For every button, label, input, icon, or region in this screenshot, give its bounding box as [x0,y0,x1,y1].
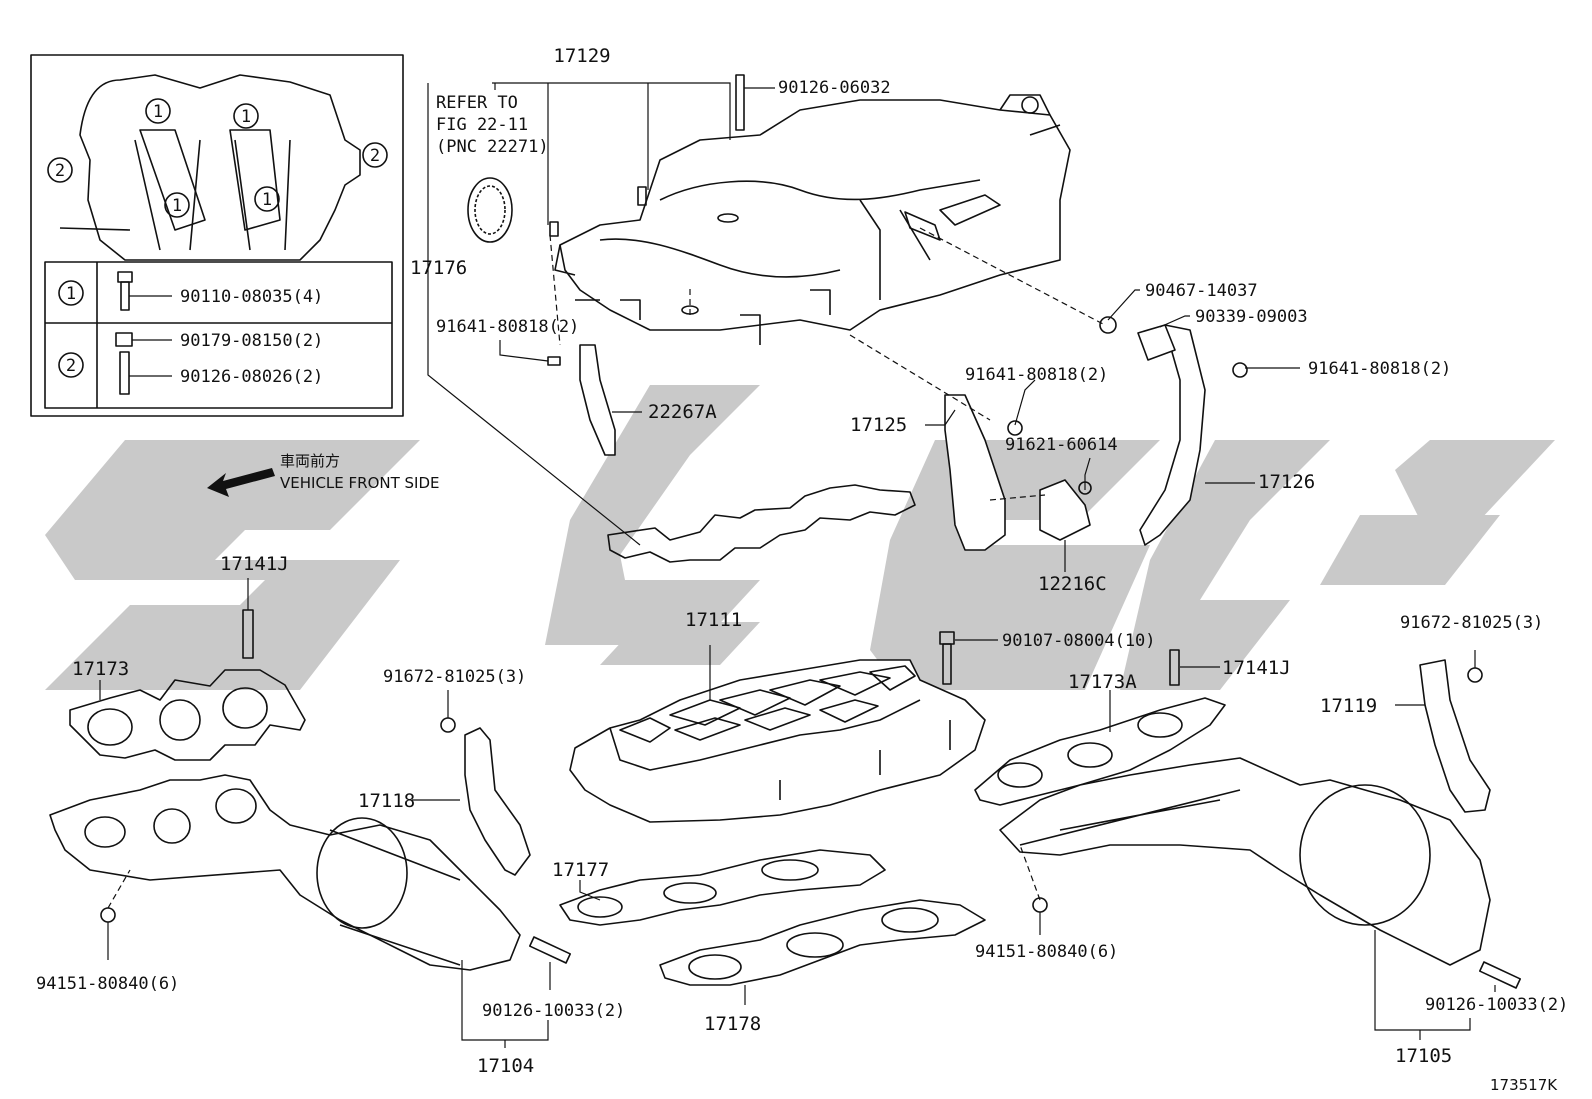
label-90126-06032: 90126-06032 [778,78,891,98]
label-91641-80818-c: 91641-80818(2) [1308,359,1451,379]
dowel-pins [549,186,647,237]
nut-94151-b [1032,897,1048,913]
part-labels: 17129 90126-06032 REFER TO FIG 22-11 (PN… [36,45,1568,1094]
label-91641-80818-b: 91641-80818(2) [965,365,1108,385]
stud-90126-06032 [735,74,745,131]
stud-17141J-b [1169,649,1180,686]
label-94151-80840-b: 94151-80840(6) [975,942,1118,962]
inset-panel: 1 1 2 1 1 2 1 2 90110-08035(4) 90179-081… [30,54,404,417]
label-22267A: 22267A [648,401,717,423]
label-94151-80840-a: 94151-80840(6) [36,974,179,994]
gasket-17178 [659,899,986,986]
label-17177: 17177 [552,859,609,881]
label-17129: 17129 [553,45,610,67]
label-17125: 17125 [850,414,907,436]
inset-callout: 2 [55,161,65,181]
label-91672-81025-a: 91672-81025(3) [383,667,526,687]
exhaust-gasket-17173 [69,669,306,761]
bolt-91641-b [1007,420,1023,436]
label-17176: 17176 [410,257,467,279]
nut-94151-a [100,907,116,923]
inset-callout: 1 [153,102,163,122]
bolt-91641-c [1232,362,1248,378]
label-17104: 17104 [477,1055,534,1077]
label-17119: 17119 [1320,695,1377,717]
bolt-91672-a [440,717,456,733]
inset-callout: 1 [172,196,182,216]
throttle-gasket [467,177,513,243]
bolt-91672-b [1467,667,1483,683]
bolt-icon [117,271,133,311]
bracket-17125 [944,394,1006,551]
exhaust-manifold-17104 [49,774,521,971]
bracket-22267A [579,344,616,456]
inset-callout: 1 [241,107,251,127]
exhaust-manifold-17105 [999,757,1491,966]
label-12216C: 12216C [1038,573,1107,595]
arrow-left-icon [207,468,275,497]
label-17173: 17173 [72,658,129,680]
label-90339-09003: 90339-09003 [1195,307,1308,327]
leader-lines [99,82,1496,1048]
direction-label-en: VEHICLE FRONT SIDE [280,474,440,492]
legend-part-90110-08035: 90110-08035(4) [180,287,323,307]
refer-line-1: REFER TO [436,93,518,113]
label-17111: 17111 [685,609,742,631]
refer-line-3: (PNC 22271) [436,137,549,157]
intake-plenum [554,94,1071,345]
bracket-17118 [464,727,531,876]
label-91621-60614: 91621-60614 [1005,435,1118,455]
label-17118: 17118 [358,790,415,812]
legend-part-90126-08026: 90126-08026(2) [180,367,323,387]
label-17173A: 17173A [1068,671,1137,693]
watermark-logo [45,385,1555,690]
vehicle-front-arrow: 車両前方 VEHICLE FRONT SIDE [207,452,440,497]
inset-legend-table [44,261,393,409]
clip-90467 [1099,316,1117,334]
bracket-12216C [1039,479,1091,541]
label-90126-10033-a: 90126-10033(2) [482,1001,625,1021]
exhaust-gasket-17173A [974,697,1226,806]
legend-ref-1: 1 [66,284,76,304]
label-17178: 17178 [704,1013,761,1035]
gasket-17177 [559,849,886,926]
bracket-17126 [1139,324,1206,546]
label-90107-08004: 90107-08004(10) [1002,631,1156,651]
intake-manifold-17111 [569,659,986,823]
figure-id: 173517K [1490,1076,1558,1094]
bracket-17119 [1419,659,1491,813]
stud-90126-10033-a [528,936,572,964]
nut-icon [115,332,133,347]
bolt-91641-a [547,356,561,366]
inset-callout: 2 [370,146,380,166]
label-91672-81025-b: 91672-81025(3) [1400,613,1543,633]
label-17126: 17126 [1258,471,1315,493]
label-90126-10033-b: 90126-10033(2) [1425,995,1568,1015]
legend-part-90179-08150: 90179-08150(2) [180,331,323,351]
label-17141J-b: 17141J [1222,657,1291,679]
label-91641-80818-a: 91641-80818(2) [436,317,579,337]
bolt-90107 [939,631,955,685]
label-90467-14037: 90467-14037 [1145,281,1258,301]
label-17105: 17105 [1395,1045,1452,1067]
refer-line-2: FIG 22-11 [436,115,528,135]
direction-label-jp: 車両前方 [280,452,340,470]
intake-gasket-17176 [607,484,916,563]
label-17141J-a: 17141J [220,553,289,575]
hose-90339 [1137,324,1176,361]
inset-callout: 1 [262,190,272,210]
legend-ref-2: 2 [66,356,76,376]
stud-90126-10033-b [1478,961,1522,989]
stud-icon [119,351,130,395]
